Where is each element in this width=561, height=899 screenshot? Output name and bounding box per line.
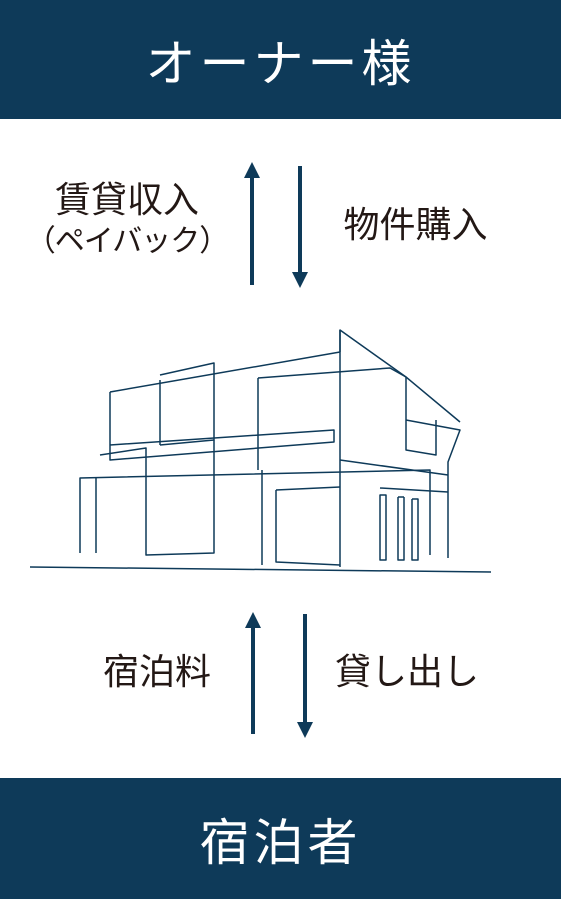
owner-title: オーナー様 xyxy=(145,34,416,93)
rental-income-label: 賃貸収入 xyxy=(54,180,199,221)
payback-label: （ペイバック） xyxy=(25,224,229,259)
rental-income-label-group: 賃貸収入 （ペイバック） xyxy=(22,178,232,261)
guest-banner: 宿泊者 xyxy=(0,778,561,899)
owner-banner: オーナー様 xyxy=(0,0,561,119)
building-line-drawing-icon xyxy=(29,329,492,573)
rental-out-label: 貸し出し xyxy=(334,652,479,693)
lodging-fee-label: 宿泊料 xyxy=(102,652,211,693)
property-purchase-label: 物件購入 xyxy=(343,205,488,246)
guest-title: 宿泊者 xyxy=(199,813,362,872)
